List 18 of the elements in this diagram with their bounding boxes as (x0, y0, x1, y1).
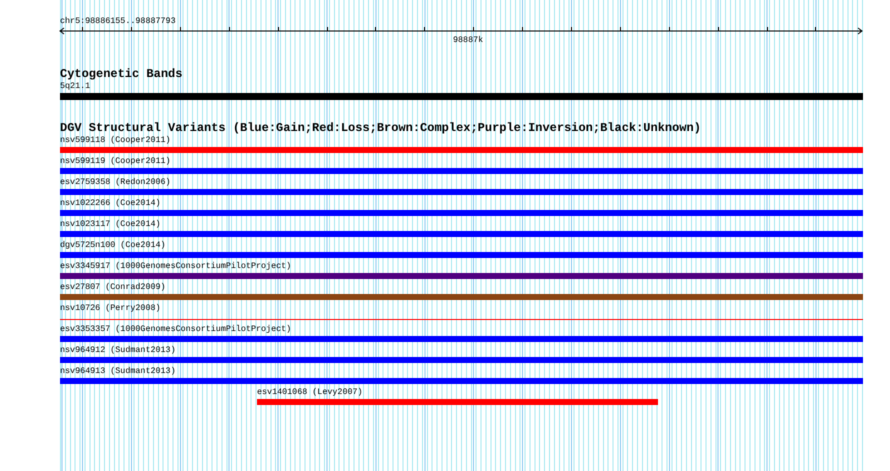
track-title: Cytogenetic Bands (60, 68, 182, 80)
track-title: DGV Structural Variants (Blue:Gain;Red:Loss;Brown:Complex;Purple:Inversion;Black:Unknown) (60, 122, 701, 134)
feature-label: 5q21.1 (60, 81, 90, 91)
feature-label: nsv1023117 (Coe2014) (60, 219, 161, 229)
feature-label: esv1401068 (Levy2007) (257, 387, 363, 397)
feature-label: nsv964912 (Sudmant2013) (60, 345, 176, 355)
feature-label: nsv599119 (Cooper2011) (60, 156, 171, 166)
tick-label: 98887k (453, 35, 484, 45)
feature-label: dgv5725n100 (Coe2014) (60, 240, 166, 250)
feature-label: esv27807 (Conrad2009) (60, 282, 166, 292)
feature-label: nsv1022266 (Coe2014) (60, 198, 161, 208)
feature-label: nsv599118 (Cooper2011) (60, 135, 171, 145)
position-label: chr5:98886155..98887793 (60, 16, 176, 26)
feature-label: nsv10726 (Perry2008) (60, 303, 161, 313)
feature-label: esv2759358 (Redon2006) (60, 177, 171, 187)
feature-label: esv3345917 (1000GenomesConsortiumPilotProject) (60, 261, 292, 271)
feature-label: nsv964913 (Sudmant2013) (60, 366, 176, 376)
feature-label: esv3353357 (1000GenomesConsortiumPilotProject) (60, 324, 292, 334)
